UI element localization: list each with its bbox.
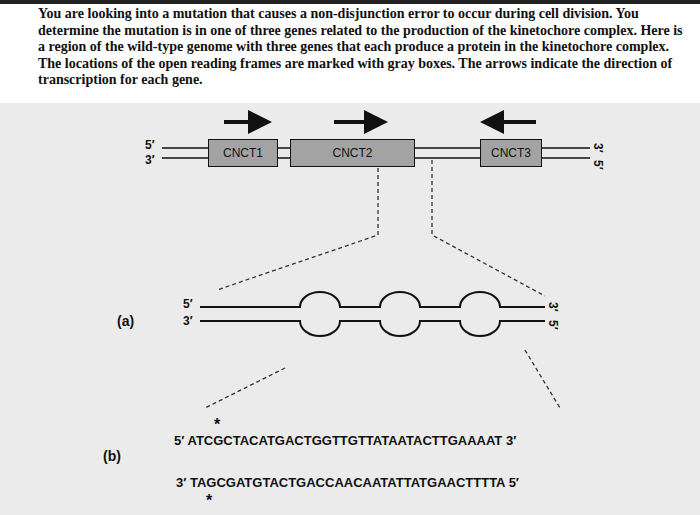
figure-ground: [0, 103, 700, 515]
orf-box: CNCT1: [208, 139, 278, 167]
transcription-arrow: [224, 120, 264, 124]
transcription-arrow: [488, 120, 536, 124]
orf-box: CNCT3: [480, 139, 542, 167]
gene-name: CNCT2: [332, 146, 372, 160]
strand-end: 3′: [590, 143, 604, 153]
dna-bubble-strand: [200, 321, 545, 336]
dna-sequence: 5′ ATCGCTACATGACTGGTTGTTATAATACTTGAAAAT …: [174, 434, 516, 449]
orf-box: CNCT2: [290, 139, 415, 167]
strand-end: 3′: [545, 302, 559, 312]
top-strip: [0, 0, 700, 4]
strand-end: 3′: [183, 315, 193, 329]
strand-end: 3′: [145, 154, 155, 168]
strand-end: 5′: [545, 320, 559, 330]
panel-label: (a): [117, 313, 134, 329]
transcription-arrow: [334, 120, 380, 124]
dna-bubble-strand: [200, 292, 545, 307]
gene-name: CNCT3: [491, 146, 531, 160]
zoom-lines: [205, 160, 560, 408]
strand-end: 5′: [145, 139, 155, 153]
strand-end: 5′: [183, 298, 193, 312]
question-text: You are looking into a mutation that cau…: [38, 6, 693, 89]
mutation-asterisk: *: [214, 416, 220, 434]
panel-label: (b): [103, 448, 121, 464]
mutation-asterisk: *: [206, 492, 212, 510]
gene-name: CNCT1: [223, 146, 263, 160]
strand-end: 5′: [590, 160, 604, 170]
dna-sequence: 3′ TAGCGATGTACTGACCAACAATATTATGAACTTTTA …: [176, 476, 519, 491]
